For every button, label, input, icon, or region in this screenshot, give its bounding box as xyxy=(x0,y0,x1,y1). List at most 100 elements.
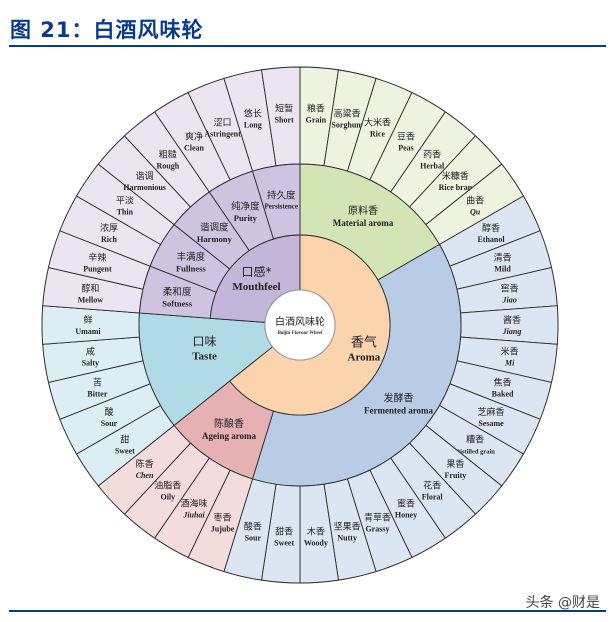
category-label-mouthfeel: 口感*Mouthfeel xyxy=(232,264,280,293)
watermark: 头条 @财是 xyxy=(525,595,600,611)
flavor-item-fermented-en: Grassy xyxy=(365,524,389,533)
flavor-item-ageing-en: Jujube xyxy=(211,524,235,533)
category-label-fermented-zh: 发酵香 xyxy=(384,392,414,405)
flavor-item-fermented-zh: 糟香 xyxy=(466,433,484,445)
flavor-item-fermented-en: Mild xyxy=(494,265,511,274)
center-title-zh: 白酒风味轮 xyxy=(275,315,325,328)
flavor-item-ageing-zh: 油脂香 xyxy=(154,480,181,492)
flavor-item-mouthfeel-en: Rough xyxy=(156,161,179,170)
flavor-item-fermented-zh: 果香 xyxy=(446,459,464,470)
flavor-item-taste-zh: 咸 xyxy=(86,346,95,358)
category-label-taste-zh: 口味 xyxy=(193,334,217,348)
flavor-item-material-en: Rice bran xyxy=(439,183,473,192)
flavor-item-taste-zh: 鲜 xyxy=(83,314,92,326)
flavor-item-mouthfeel-zh: 谐调 xyxy=(136,171,154,182)
center-hub xyxy=(264,289,336,361)
flavor-item-fermented-zh: 坚果香 xyxy=(334,522,361,533)
figure-title: 图 21：白酒风味轮 xyxy=(10,18,204,42)
flavor-item-fermented-zh: 花香 xyxy=(423,480,441,492)
mouthfeel-sub-en: Purity xyxy=(234,213,258,223)
flavor-item-material-zh: 粮香 xyxy=(307,103,325,115)
flavor-item-fermented-zh: 清香 xyxy=(494,252,512,264)
flavor-item-mouthfeel-en: Astringent xyxy=(204,130,241,139)
category-label-material-zh: 原料香 xyxy=(348,204,378,217)
flavor-item-ageing-zh: 酒海味 xyxy=(180,498,207,510)
category-label-fermented-en: Fermented aroma xyxy=(364,406,434,416)
flavor-item-fermented-zh: 青草香 xyxy=(364,511,391,523)
category-label-ageing-en: Ageing aroma xyxy=(202,431,257,441)
footer-rule xyxy=(9,610,606,612)
category-label-material-en: Material aroma xyxy=(333,218,394,228)
flavor-item-mouthfeel-zh: 辛辣 xyxy=(88,252,106,264)
flavor-item-fermented-zh: 甜香 xyxy=(275,525,293,537)
flavor-item-mouthfeel-zh: 粗糙 xyxy=(159,148,177,160)
flavor-item-mouthfeel-en: Short xyxy=(275,116,294,125)
flavor-item-mouthfeel-en: Pungent xyxy=(83,265,112,274)
flavor-item-material-zh: 药香 xyxy=(423,149,441,160)
mouthfeel-sub-en: Harmony xyxy=(197,234,233,244)
flavor-item-taste-zh: 酸 xyxy=(104,407,113,418)
category-label-ageing-zh: 陈酿香 xyxy=(214,417,244,430)
flavor-item-mouthfeel-zh: 浓厚 xyxy=(100,223,118,234)
flavor-item-fermented-en: Sweet xyxy=(274,538,294,547)
mouthfeel-sub-en: Fullness xyxy=(176,264,206,274)
flavor-item-fermented-en: Woody xyxy=(304,538,328,547)
flavor-item-fermented-en: Distilled grain xyxy=(455,448,495,455)
flavor-item-ageing-en: Chen xyxy=(136,471,154,480)
flavor-item-taste-en: Salty xyxy=(82,359,99,368)
flavor-item-taste-en: Bitter xyxy=(87,389,107,398)
flavor-item-taste-zh: 苦 xyxy=(93,376,102,388)
flavor-item-mouthfeel-en: Long xyxy=(244,120,262,129)
flavor-item-mouthfeel-zh: 悠长 xyxy=(244,107,262,119)
flavor-item-mouthfeel-zh: 平淡 xyxy=(116,196,134,207)
flavor-item-fermented-zh: 米香 xyxy=(501,346,519,358)
flavor-item-material-zh: 大米香 xyxy=(364,117,391,129)
flavor-item-fermented-zh: 窖香 xyxy=(501,282,519,294)
mouthfeel-sub-en: Persistence xyxy=(265,202,298,210)
mouthfeel-sub-zh: 纯净度 xyxy=(231,200,260,212)
flavor-item-material-en: Sorghum xyxy=(331,120,363,129)
center-title-en: Baijiu Flavour Wheel xyxy=(277,331,324,336)
flavor-item-mouthfeel-en: Harmonious xyxy=(123,183,166,192)
mouthfeel-sub-zh: 丰满度 xyxy=(177,251,206,263)
category-label-taste-en: Taste xyxy=(192,350,217,362)
flavor-item-fermented-en: Nutty xyxy=(337,534,357,543)
flavor-item-material-en: Grain xyxy=(306,116,327,125)
flavor-item-material-en: Qu xyxy=(470,208,481,217)
flavor-item-taste-en: Sweet xyxy=(115,446,135,455)
flavor-item-fermented-en: Honey xyxy=(395,511,417,520)
category-label-mouthfeel-en: Mouthfeel xyxy=(232,281,280,293)
flavor-item-mouthfeel-zh: 涩口 xyxy=(214,118,232,129)
